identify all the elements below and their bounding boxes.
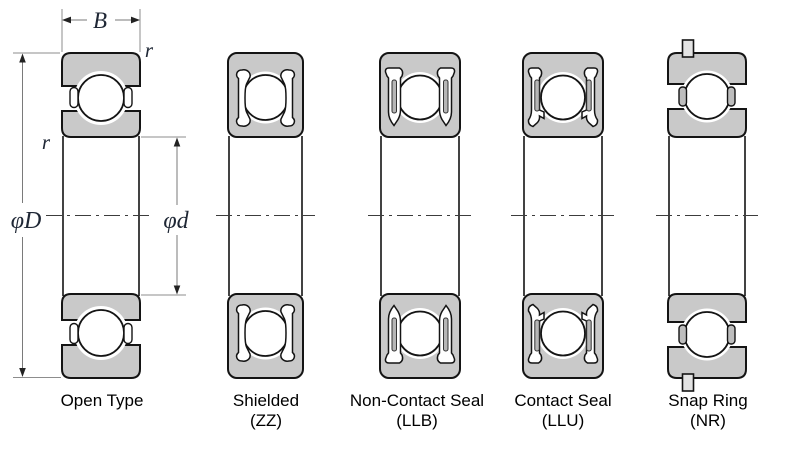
bearing-type-designation: (LLB)	[396, 411, 438, 430]
inner-ring	[667, 108, 747, 138]
bottom-half-mirror	[228, 294, 303, 378]
cage-right	[726, 86, 736, 107]
bearing-type-name: Open Type	[60, 391, 144, 410]
bottom-half-mirror	[667, 293, 747, 392]
outer-diameter-label: φD	[11, 208, 42, 234]
bearing-type-designation: (ZZ)	[249, 411, 283, 430]
dimension-annotations: B φD φd r r	[11, 8, 190, 378]
bearing-type-name: Non-Contact Seal	[349, 391, 485, 410]
bottom-half-mirror	[380, 294, 460, 378]
width-label: B	[93, 8, 107, 33]
snap-ring-tab	[681, 39, 695, 58]
cage-left	[678, 86, 688, 107]
outer-ring	[667, 52, 747, 85]
caption-open-type: Open Type	[12, 391, 192, 411]
arrowhead	[131, 16, 140, 24]
cage-right	[123, 86, 133, 109]
bearing-type-designation: (LLU)	[541, 411, 585, 430]
arrowhead	[62, 16, 71, 24]
bearing-type-name: Contact Seal	[514, 391, 612, 410]
caption-snap-ring: Snap Ring (NR)	[618, 391, 798, 431]
bearing-type-name: Snap Ring	[668, 391, 748, 410]
corner-radius-label-top: r	[145, 38, 154, 62]
bearing-contact-seal-drawing	[522, 52, 604, 378]
seal-core-left	[534, 79, 540, 112]
bottom-half-mirror	[61, 293, 141, 379]
bearing-non-contact-seal-drawing	[379, 52, 461, 378]
ball	[77, 74, 125, 122]
bearing-type-name: Shielded	[232, 391, 300, 410]
ball	[540, 74, 586, 121]
bearing-type-designation: (NR)	[690, 411, 726, 430]
bore-diameter-label: φd	[163, 208, 189, 234]
arrowhead	[19, 368, 26, 377]
corner-radius-label-left: r	[42, 130, 51, 154]
arrowhead	[173, 137, 181, 147]
arrowhead	[173, 285, 181, 295]
outer-ring	[61, 52, 141, 87]
caption-contact-seal: Contact Seal (LLU)	[473, 391, 653, 431]
bearing-shielded-drawing	[227, 52, 304, 378]
shield-left	[235, 69, 251, 127]
bearing-open-type-drawing	[61, 52, 141, 379]
caption-non-contact-seal: Non-Contact Seal (LLB)	[327, 391, 507, 431]
cage-left	[69, 86, 79, 109]
bottom-half-mirror	[523, 294, 603, 378]
arrowhead	[19, 53, 26, 63]
seal-core-left	[391, 79, 397, 114]
bearing-snap-ring-drawing	[667, 39, 747, 392]
ball	[683, 73, 731, 120]
ball	[397, 74, 443, 121]
ball	[242, 74, 289, 121]
caption-shielded: Shielded (ZZ)	[176, 391, 356, 431]
